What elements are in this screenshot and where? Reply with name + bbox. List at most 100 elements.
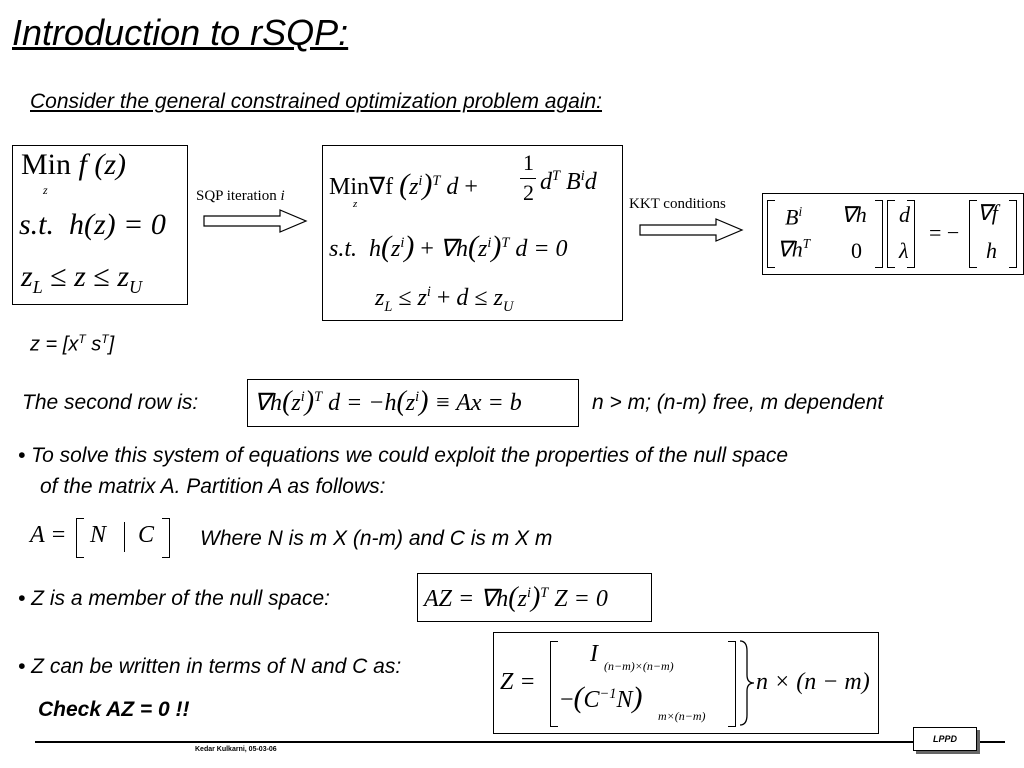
kkt-m11-sup: i	[798, 204, 803, 219]
qp-eq0: d = 0	[515, 236, 568, 262]
kkt-vector-left-bracket	[887, 200, 895, 268]
bound-hi: z	[117, 260, 130, 293]
slide-subtitle: Consider the general constrained optimiz…	[30, 90, 603, 113]
kkt-r1: ∇f	[977, 200, 998, 225]
kkt-v2: λ	[899, 238, 909, 263]
kkt-rhs-right-bracket	[1009, 200, 1017, 268]
kkt-label: KKT conditions	[629, 196, 726, 212]
second-row-eq-box: ∇h(zi)T d = −h(zi) ≡ Ax = b	[247, 379, 579, 427]
half-den: 2	[523, 180, 534, 205]
objective: f (z)	[78, 148, 127, 181]
z-definition: z = [xT sT]	[30, 332, 114, 357]
kkt-v1: d	[899, 202, 910, 227]
bound-hi-sub: U	[129, 277, 143, 297]
kkt-matrix-right-bracket	[875, 200, 883, 268]
footer-author: Kedar Kulkarni, 05-03-06	[195, 746, 277, 753]
qp-U: U	[502, 298, 514, 315]
sr-eq-c: ≡ Ax = b	[434, 390, 522, 416]
kkt-matrix-left-bracket	[767, 200, 775, 268]
qp-nabla-h: ∇h	[439, 236, 468, 262]
partition-divider	[124, 522, 125, 552]
qp-L: L	[384, 298, 393, 315]
second-row-note: n > m; (n-m) free, m dependent	[592, 391, 884, 414]
sqp-label-text: SQP iteration	[196, 188, 277, 204]
z-right-bracket	[728, 641, 736, 727]
sqp-arrow-icon	[203, 209, 308, 233]
min-text: Min	[21, 148, 72, 181]
kkt-m21: ∇h	[777, 236, 803, 262]
z-dims: n × (n − m)	[756, 669, 870, 695]
z-def-mid: s	[85, 333, 102, 356]
z-def-sup1: T	[78, 332, 86, 346]
qp-min-sub: z	[353, 198, 358, 210]
ns-eq-a: AZ = ∇h	[424, 586, 509, 612]
sqp-label-var: i	[280, 188, 285, 204]
z-neg: −	[560, 687, 574, 713]
z-cn-sub: m×(n−m)	[658, 709, 706, 723]
kkt-arrow-icon	[639, 218, 744, 242]
ns-eq-b: Z = 0	[554, 586, 608, 612]
z-matrix-box: Z = I (n−m)×(n−m) −(C−1N) m×(n−m) n × (n…	[493, 632, 879, 734]
z-def-text: z = [x	[30, 333, 79, 356]
bound-lo-sub: L	[32, 277, 43, 297]
z-def-sup2: T	[101, 332, 109, 346]
problem-box: Min f (z) z s.t. h(z) = 0 zL ≤ z ≤ zU	[12, 145, 188, 305]
kkt-r2: h	[986, 238, 997, 263]
kkt-vector-right-bracket	[907, 200, 915, 268]
right-brace-icon	[739, 640, 755, 726]
null-space-eq-box: AZ = ∇h(zi)T Z = 0	[417, 573, 652, 622]
qp-h: h	[369, 236, 382, 262]
z-c-sup: −1	[599, 686, 617, 702]
kkt-m21-sup: T	[802, 236, 811, 251]
z-left-bracket	[550, 641, 558, 727]
st-text: s.t.	[19, 208, 55, 241]
qp-dt: d	[540, 169, 552, 195]
qp-bound-lo: z	[375, 285, 385, 311]
partition-n: N	[90, 522, 107, 548]
qp-min: Min∇f	[329, 174, 394, 200]
qp-B: B	[566, 169, 581, 195]
z-eq: Z =	[500, 669, 536, 695]
qp-box: Min∇f (zi)T d + 1 2 dT Bid z s.t. h(zi) …	[322, 145, 623, 321]
kkt-rhs-left-bracket	[969, 200, 977, 268]
kkt-m11: B	[785, 204, 799, 230]
sqp-label: SQP iteration i	[196, 188, 285, 205]
qp-plus: +	[464, 174, 478, 200]
partition-c: C	[138, 522, 155, 548]
sr-eq-b: d = −h	[328, 390, 397, 416]
bullet1-line1: • To solve this system of equations we c…	[18, 444, 789, 467]
qp-sup-t: T	[432, 173, 441, 189]
qp-st: s.t.	[329, 236, 358, 262]
partition-eq: A =	[30, 522, 66, 549]
bullet1-line2: of the matrix A. Partition A as follows:	[40, 475, 386, 498]
qp-zi: z	[409, 174, 419, 200]
kkt-box: Bi ∇h ∇hT 0 d λ = − ∇f h	[762, 193, 1024, 275]
z-c: C	[583, 687, 600, 713]
fraction-bar	[520, 178, 536, 179]
leq-1: ≤	[50, 260, 67, 293]
z-mid: z	[74, 260, 86, 293]
kkt-m12: ∇h	[841, 202, 867, 227]
min-sub: z	[43, 183, 48, 197]
bound-lo: z	[21, 260, 33, 293]
constraint: h(z) = 0	[69, 208, 166, 241]
bullet2-text: • Z is a member of the null space:	[18, 587, 330, 610]
partition-desc: Where N is m X (n-m) and C is m X m	[200, 527, 553, 550]
z-identity: I	[590, 641, 598, 667]
qp-sup-i: i	[418, 173, 423, 189]
half-num: 1	[523, 150, 534, 175]
sr-nabla-h: ∇h	[254, 390, 283, 416]
bullet3-text: • Z can be written in terms of N and C a…	[18, 655, 402, 678]
z-n: N	[616, 687, 633, 713]
footer-divider	[35, 741, 1005, 743]
qp-d: d	[446, 174, 459, 200]
partition-left-bracket	[76, 518, 84, 558]
partition-right-bracket	[162, 518, 170, 558]
z-identity-sub: (n−m)×(n−m)	[604, 659, 674, 673]
z-def-end: ]	[108, 333, 115, 356]
kkt-m22: 0	[851, 238, 862, 263]
lppd-badge: LPPD	[913, 727, 977, 751]
page-title: Introduction to rSQP:	[12, 12, 349, 53]
second-row-label: The second row is:	[22, 391, 199, 414]
leq-2: ≤	[93, 260, 110, 293]
